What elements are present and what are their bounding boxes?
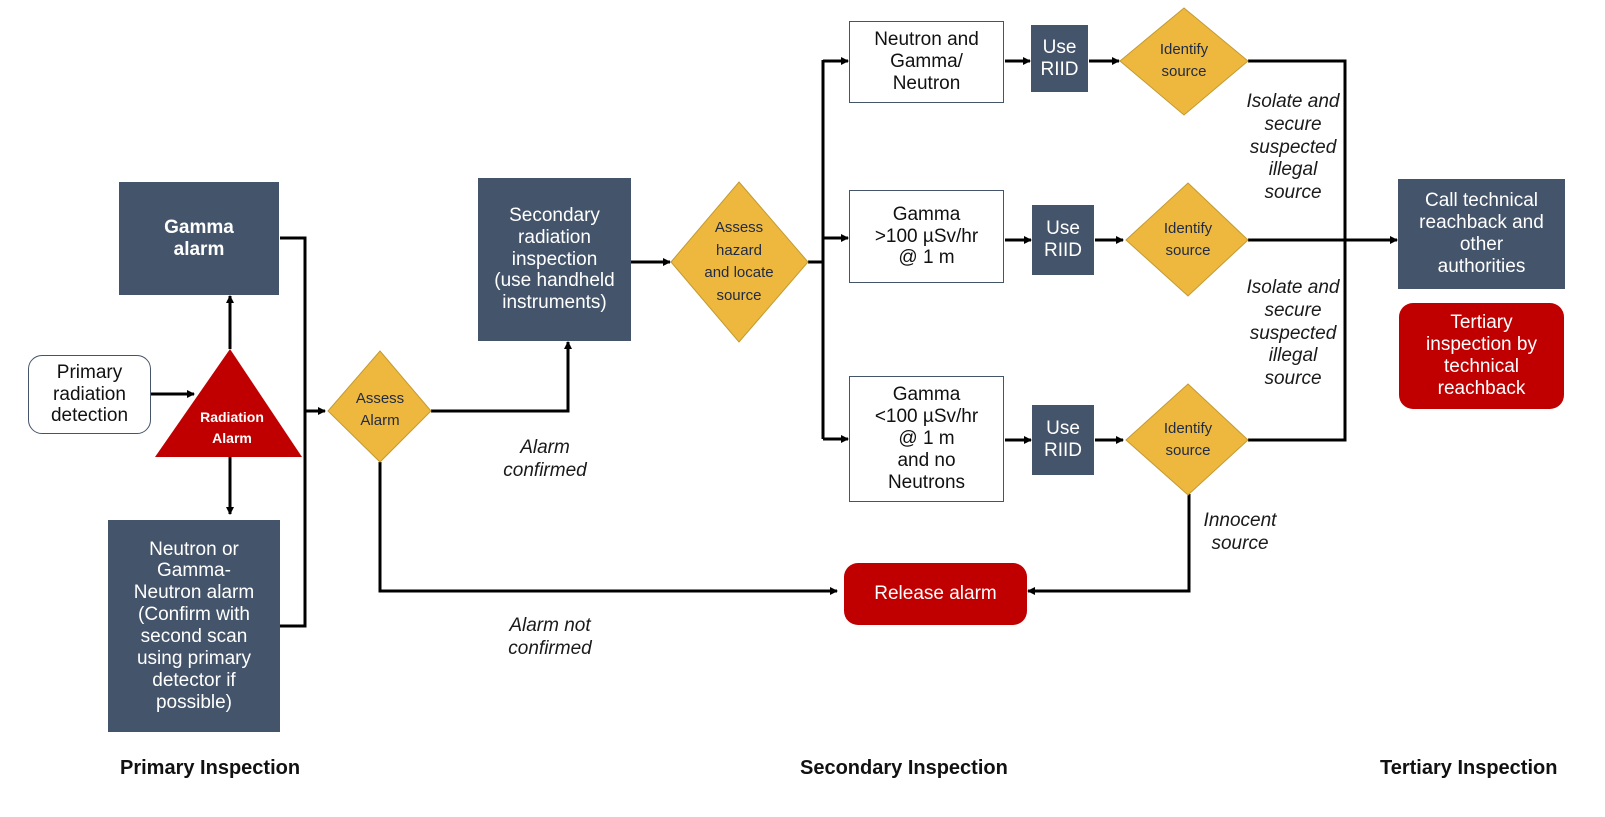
alarm-not-confirmed-note: Alarm not confirmed bbox=[508, 615, 592, 659]
connector-identify1-to-tertiary bbox=[1248, 59, 1347, 240]
isolate-secure-note-2: Isolate and secure suspected illegal sou… bbox=[1246, 277, 1340, 390]
use-riid-box-1: Use RIID bbox=[1031, 25, 1088, 92]
primary-inspection-heading: Primary Inspection bbox=[120, 757, 301, 779]
identify-source-label-2: Identify source bbox=[1163, 219, 1213, 260]
neutron-alarm-box: Neutron or Gamma- Neutron alarm (Confirm… bbox=[108, 520, 280, 732]
gamma-alarm-box: Gamma alarm bbox=[119, 182, 279, 295]
secondary-inspection-box: Secondary radiation inspection (use hand… bbox=[478, 178, 631, 341]
assess-hazard-label: Assess hazard and locate source bbox=[704, 219, 774, 304]
identify-source-diamond-1 bbox=[1119, 7, 1249, 116]
neutron-gamma-box: Neutron and Gamma/ Neutron bbox=[849, 21, 1004, 103]
connector-assess-to-release bbox=[378, 462, 838, 595]
identify-source-label-3: Identify source bbox=[1163, 419, 1213, 460]
gamma-high-box: Gamma >100 µSv/hr @ 1 m bbox=[849, 190, 1004, 283]
assess-alarm-label: Assess Alarm bbox=[355, 389, 405, 430]
gamma-low-box: Gamma <100 µSv/hr @ 1 m and no Neutrons bbox=[849, 376, 1004, 502]
use-riid-box-2: Use RIID bbox=[1032, 205, 1094, 275]
tertiary-inspection-box: Tertiary inspection by technical reachba… bbox=[1399, 303, 1564, 409]
radiation-alarm-label: Radiation Alarm bbox=[200, 409, 264, 446]
identify-source-diamond-3 bbox=[1125, 383, 1249, 496]
primary-detection-box: Primary radiation detection bbox=[28, 355, 151, 434]
alarm-confirmed-note: Alarm confirmed bbox=[503, 437, 587, 481]
assess-hazard-diamond bbox=[670, 181, 809, 343]
use-riid-box-3: Use RIID bbox=[1032, 405, 1094, 475]
connector-identify3-to-release bbox=[1027, 494, 1191, 595]
release-alarm-box: Release alarm bbox=[844, 563, 1027, 625]
identify-source-diamond-2 bbox=[1125, 182, 1249, 297]
innocent-source-note: Innocent source bbox=[1203, 510, 1277, 554]
call-reachback-box: Call technical reachback and other autho… bbox=[1398, 179, 1565, 289]
connector-gamma-to-merge bbox=[280, 236, 307, 628]
tertiary-inspection-heading: Tertiary Inspection bbox=[1380, 757, 1558, 779]
radiation-alarm-triangle bbox=[155, 349, 302, 457]
identify-source-label-1: Identify source bbox=[1159, 40, 1209, 81]
assess-alarm-diamond bbox=[327, 350, 432, 463]
connector-assess-to-secondary bbox=[431, 341, 572, 413]
secondary-inspection-heading: Secondary Inspection bbox=[800, 757, 1008, 779]
isolate-secure-note-1: Isolate and secure suspected illegal sou… bbox=[1246, 91, 1340, 204]
connector-identify3-to-tertiary bbox=[1248, 240, 1347, 442]
